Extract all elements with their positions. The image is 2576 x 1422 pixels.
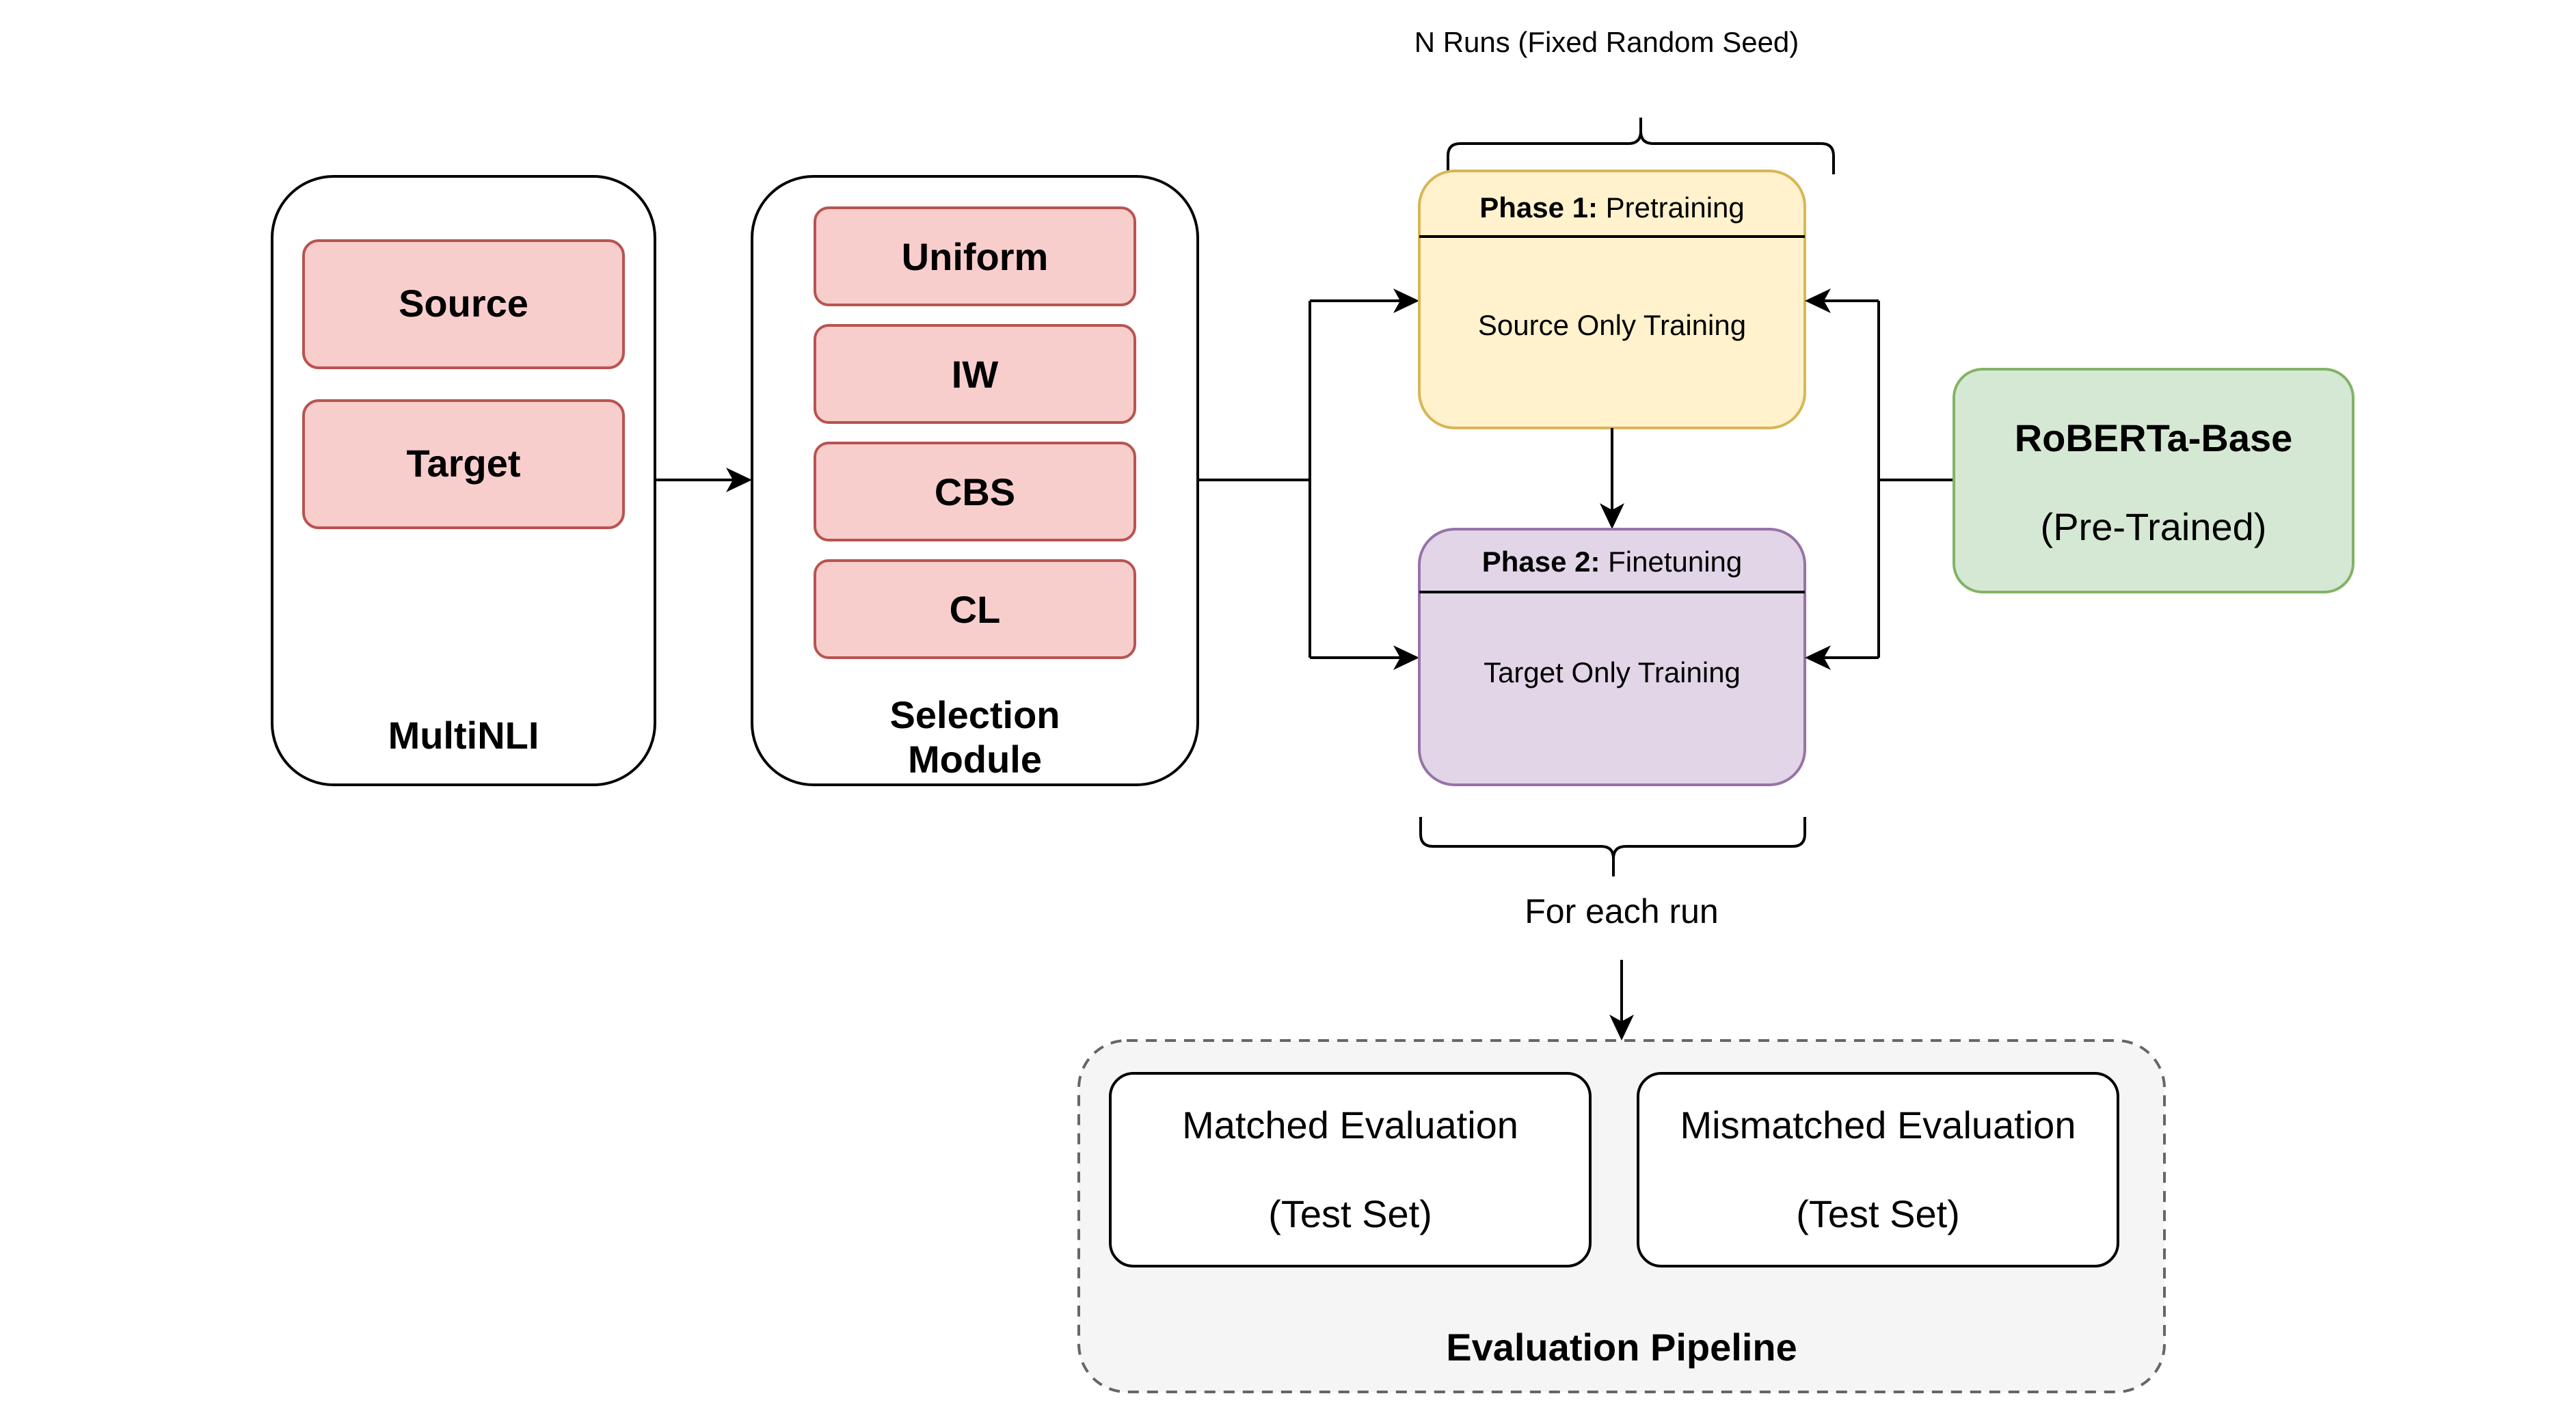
cl-box <box>814 559 1136 659</box>
selection-module-label-line1: Selection <box>890 693 1060 736</box>
cbs-box <box>814 442 1136 541</box>
phase2-title-bold: Phase 2: <box>1482 546 1600 578</box>
multinli-container: Source Target MultiNLI <box>271 175 656 786</box>
phase1-box: Phase 1: Pretraining Source Only Trainin… <box>1418 170 1806 429</box>
roberta-subtitle: (Pre-Trained) <box>2041 505 2267 548</box>
phase2-box: Phase 2: Finetuning Target Only Training <box>1418 528 1806 786</box>
connector-selection-to-phases <box>1198 299 1405 659</box>
cl-label: CL <box>950 588 1001 631</box>
iw-box <box>814 324 1136 424</box>
matched-evaluation-subtitle: (Test Set) <box>1268 1192 1432 1235</box>
matched-evaluation-box <box>1109 1072 1592 1267</box>
source-box <box>302 239 625 369</box>
cbs-label: CBS <box>935 470 1015 513</box>
connector-roberta-to-phases <box>1820 299 1954 659</box>
phase1-title-bold: Phase 1: <box>1479 191 1598 224</box>
bottom-brace-label: For each run <box>1525 892 1718 930</box>
phase1-body: Source Only Training <box>1478 309 1746 341</box>
arrowhead-phase1-to-phase2 <box>1600 503 1624 529</box>
mismatched-evaluation-subtitle: (Test Set) <box>1796 1192 1960 1235</box>
top-brace-label: N Runs (Fixed Random Seed) <box>1414 26 1799 58</box>
bottom-brace <box>1419 817 1806 876</box>
selection-module-container: Uniform IW CBS CL Selection Module <box>751 175 1199 786</box>
arrowhead-to-phase2-right <box>1805 645 1831 670</box>
evaluation-pipeline-label: Evaluation Pipeline <box>1446 1326 1797 1369</box>
iw-label: IW <box>952 353 999 396</box>
phase2-title: Phase 2: Finetuning <box>1482 546 1743 578</box>
arrowhead-to-phase1-right <box>1805 289 1831 313</box>
uniform-label: Uniform <box>902 235 1049 278</box>
phase2-title-rest: Finetuning <box>1600 546 1742 578</box>
evaluation-pipeline-container: Matched Evaluation (Test Set) Mismatched… <box>1077 1039 2166 1393</box>
target-box <box>302 399 625 529</box>
phase1-title-rest: Pretraining <box>1598 191 1745 224</box>
source-label: Source <box>399 282 528 325</box>
mismatched-evaluation-title: Mismatched Evaluation <box>1680 1103 2076 1146</box>
uniform-box <box>814 206 1136 306</box>
mismatched-evaluation-box <box>1637 1072 2119 1267</box>
roberta-title: RoBERTa-Base <box>2015 416 2293 459</box>
selection-module-label-line2: Module <box>908 738 1042 781</box>
roberta-box: RoBERTa-Base (Pre-Trained) <box>1953 368 2354 593</box>
arrowhead-multinli-to-selection <box>726 468 752 492</box>
matched-evaluation-title: Matched Evaluation <box>1182 1103 1518 1146</box>
arrowhead-to-evaluation <box>1609 1015 1634 1041</box>
multinli-label: MultiNLI <box>388 714 539 757</box>
top-brace <box>1447 118 1835 174</box>
arrowhead-to-phase1-left <box>1393 289 1419 313</box>
phase2-body: Target Only Training <box>1484 656 1741 688</box>
arrowhead-to-phase2-left <box>1393 645 1419 670</box>
phase1-title: Phase 1: Pretraining <box>1479 191 1745 224</box>
target-label: Target <box>407 442 521 485</box>
